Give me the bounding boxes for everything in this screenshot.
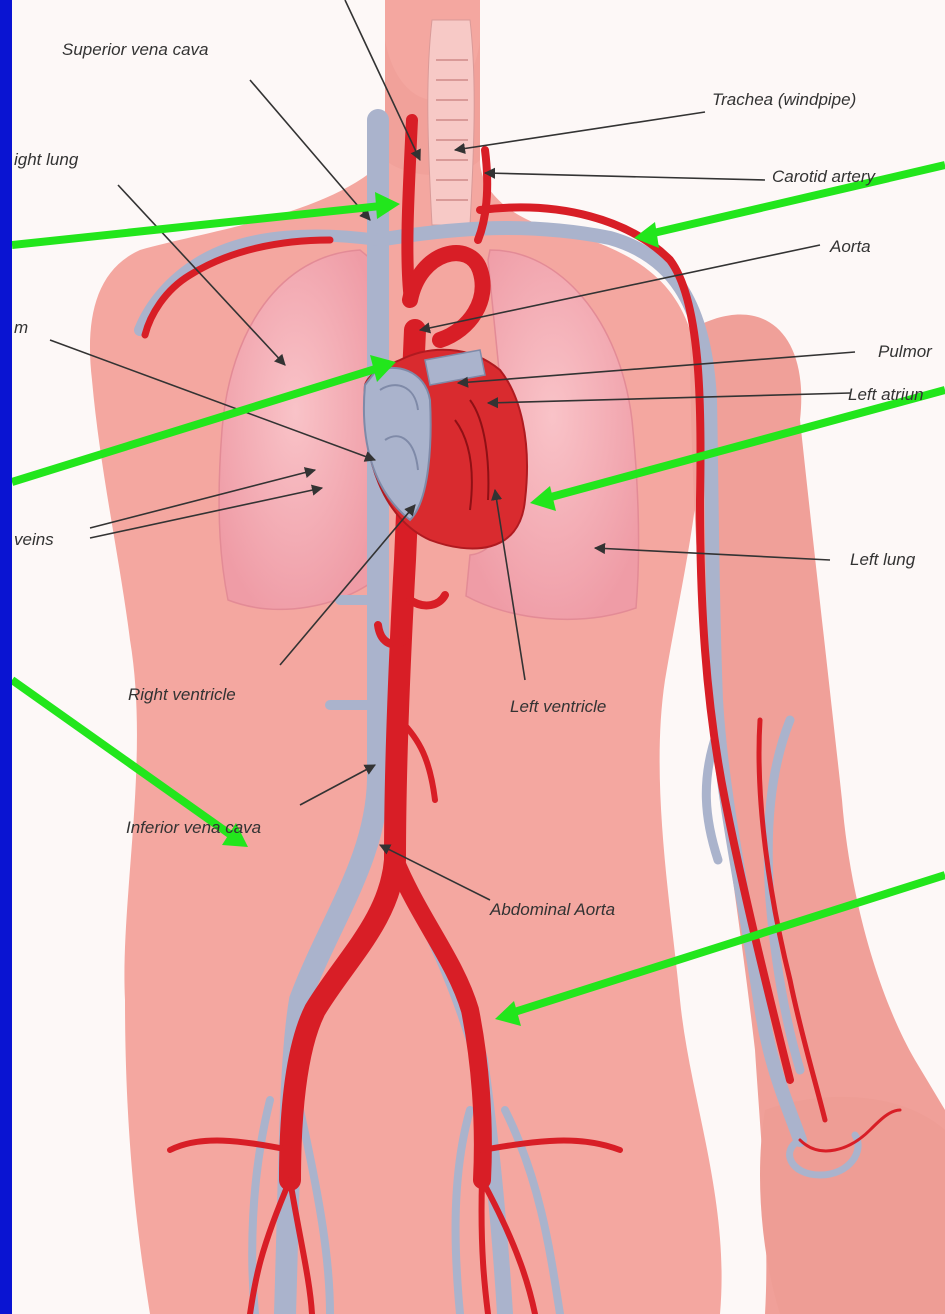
label-left-atrium: Left atriun [848,385,924,404]
label-right-lung: ight lung [14,150,79,169]
label-superior-vena-cava: Superior vena cava [62,40,208,59]
trachea-shape [428,20,474,225]
circulatory-system-illustration: Superior vena cava Trachea (windpipe) ig… [12,0,945,1314]
label-abdominal-aorta: Abdominal Aorta [489,900,615,919]
label-aorta: Aorta [829,237,871,256]
label-left-ventricle: Left ventricle [510,697,606,716]
label-inferior-vena-cava: Inferior vena cava [126,818,261,837]
label-carotid-artery: Carotid artery [772,167,876,186]
label-left-lung: Left lung [850,550,916,569]
hand [760,1097,945,1314]
illustration-panel: Superior vena cava Trachea (windpipe) ig… [12,0,945,1314]
label-atrium-fragment: m [14,318,28,337]
label-trachea: Trachea (windpipe) [712,90,856,109]
label-veins: veins [14,530,54,549]
label-pulmonary: Pulmor [878,342,933,361]
label-right-ventricle: Right ventricle [128,685,236,704]
